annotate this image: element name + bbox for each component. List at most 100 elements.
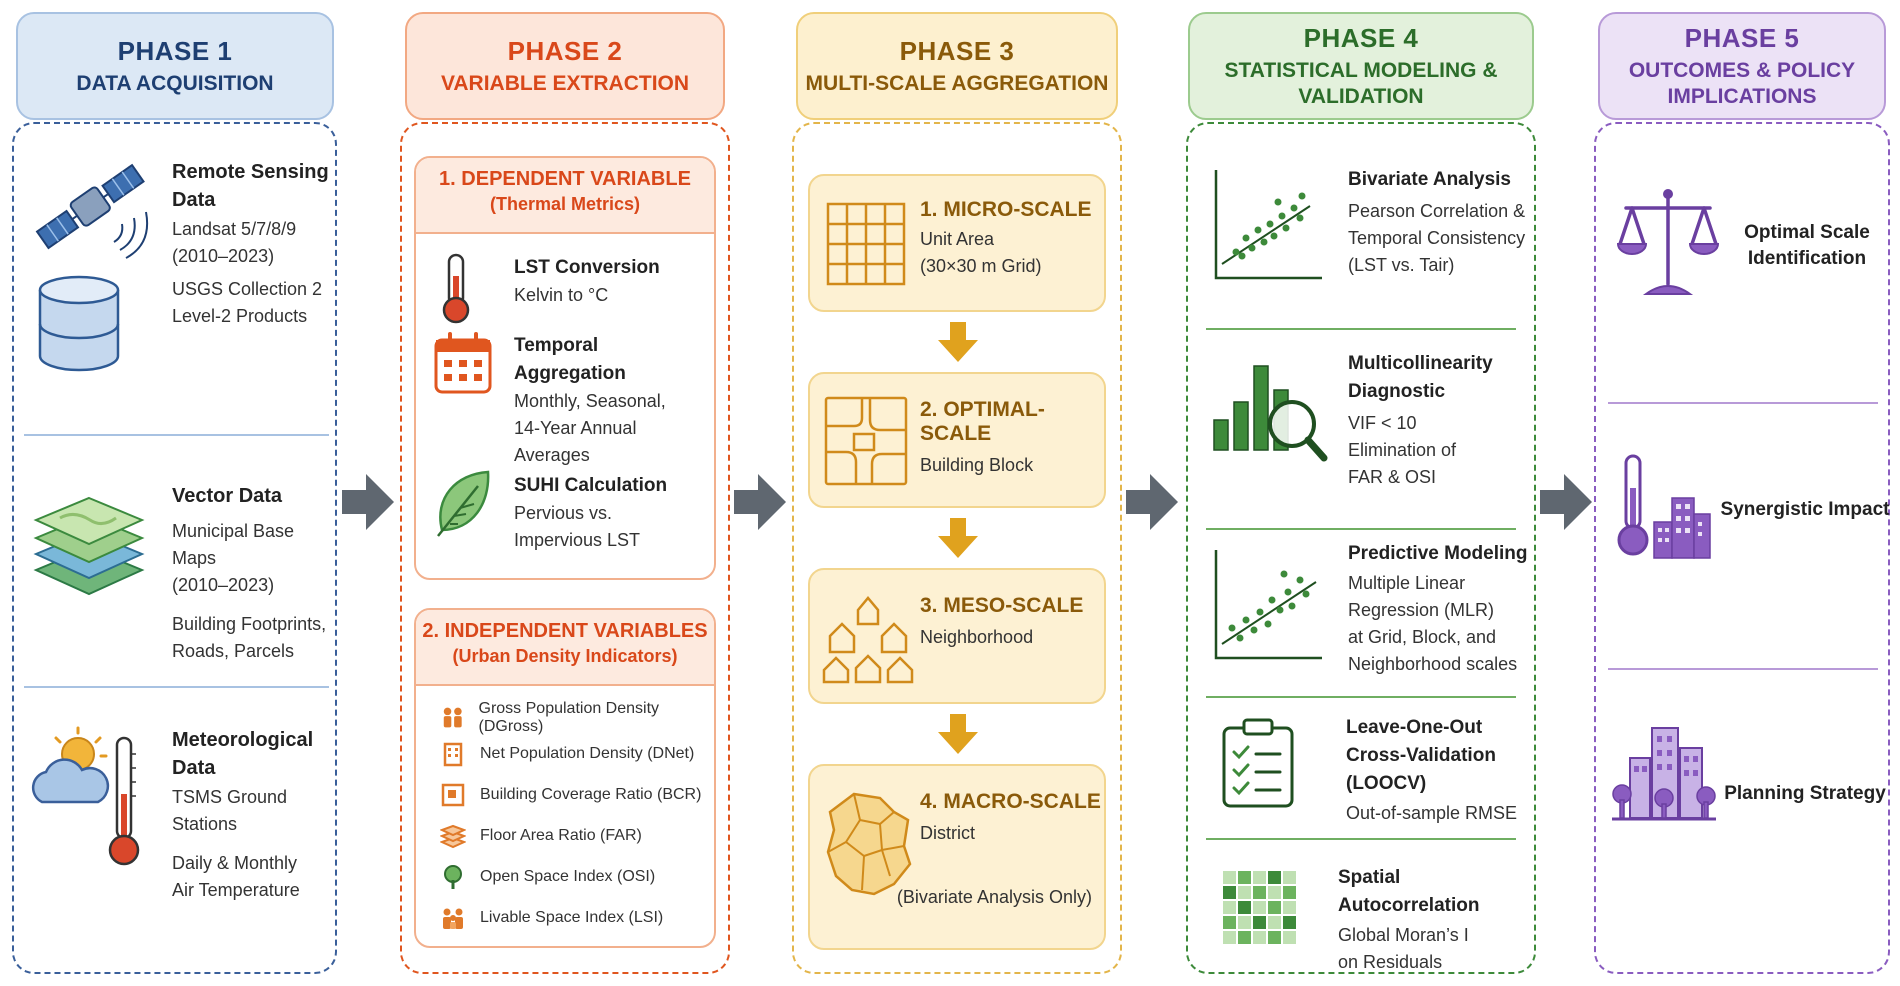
vector-data-title: Vector Data [172,485,283,507]
indicator-row: Building Coverage Ratio (BCR) [440,782,701,808]
loocv-block: Leave-One-Out Cross-Validation (LOOCV) O… [1346,714,1517,827]
vector-data-line: Municipal Base Maps [172,521,295,568]
phase3-panel: 1. MICRO-SCALE Unit Area (30×30 m Grid) … [792,122,1122,974]
dependent-variable-title: 1. DEPENDENT VARIABLE [439,168,691,190]
regression-plot-icon [1214,550,1322,660]
phase3-header: PHASE 3 MULTI-SCALE AGGREGATION [796,12,1118,120]
database-icon [38,275,120,372]
lst-conversion-title: LST Conversion [514,257,660,278]
macro-scale-card: 4. MACRO-SCALE District (Bivariate Analy… [808,764,1106,950]
predictive-modeling-line: at Grid, Block, and [1348,627,1497,647]
macro-scale-title: 4. MACRO-SCALE [920,790,1101,813]
lst-conversion-block: LST Conversion Kelvin to °C [514,254,660,309]
flow-arrow-icon [734,474,786,530]
predictive-modeling-line: Neighborhood scales [1348,654,1518,674]
suhi-calculation-line: Impervious LST [514,530,641,550]
temporal-aggregation-title: Temporal Aggregation [514,335,626,384]
optimal-scale-card: 2. OPTIMAL-SCALE Building Block [808,372,1106,508]
phase4-header: PHASE 4 STATISTICAL MODELING & VALIDATIO… [1188,12,1534,120]
grid-icon [826,202,906,286]
spatial-autocorrelation-title: Spatial Autocorrelation [1338,867,1480,916]
layers-icon [440,824,466,849]
flow-arrow-icon [1540,474,1592,530]
meteorological-line: TSMS Ground [172,787,288,807]
meso-scale-text: 3. MESO-SCALE Neighborhood [920,594,1083,651]
phase2-panel: 1. DEPENDENT VARIABLE (Thermal Metrics) … [400,122,730,974]
phase5-header: PHASE 5 OUTCOMES & POLICY IMPLICATIONS [1598,12,1886,120]
thermometer-city-icon [1617,454,1711,559]
optimal-scale-outcome-line: Identification [1747,248,1867,269]
meteorological-line: Daily & Monthly [172,853,298,873]
phase1-header: PHASE 1 DATA ACQUISITION [16,12,334,120]
phase5-subtitle-line2: IMPLICATIONS [1667,84,1817,108]
phase2-title: PHASE 2 [507,35,623,66]
people-icon [443,707,462,728]
vector-data-line: (2010–2023) [172,575,275,595]
loocv-title: (LOOCV) [1346,773,1427,794]
divider [1206,696,1516,698]
multicollinearity-title: Diagnostic [1348,381,1446,402]
loocv-title: Cross-Validation [1346,745,1496,766]
flow-arrow-icon [1126,474,1178,530]
down-arrow-icon [938,714,978,754]
divider [24,686,329,688]
optimal-scale-line: Building Block [920,455,1034,475]
loocv-title: Leave-One-Out [1346,717,1483,738]
map-layers-icon [33,496,145,596]
meteorological-title-line1: Meteorological [172,729,314,751]
meteorological-line: Stations [172,814,238,834]
meteorological-title-line2: Data [172,757,216,779]
vector-data-line: Building Footprints, [172,614,327,634]
divider [1608,668,1878,670]
district-map-icon [826,792,912,896]
indicator-row: Net Population Density (DNet) [440,741,694,767]
synergistic-impact-outcome-line: Synergistic Impact [1720,499,1890,520]
indicator-label: Gross Population Density (DGross) [478,700,660,735]
divider [1608,402,1878,404]
multicollinearity-block: Multicollinearity Diagnostic VIF < 10 El… [1348,350,1493,491]
independent-variables-subtitle: (Urban Density Indicators) [452,646,678,666]
phase4-title: PHASE 4 [1303,22,1419,53]
neighborhood-icon [822,596,914,684]
optimal-scale-outcome: Optimal Scale Identification [1732,220,1882,272]
multicollinearity-line: VIF < 10 [1348,413,1417,433]
bivariate-analysis-line: Temporal Consistency [1348,228,1526,248]
optimal-scale-title: 2. OPTIMAL-SCALE [920,398,1045,445]
meso-scale-card: 3. MESO-SCALE Neighborhood [808,568,1106,704]
vector-data-details: Municipal Base Maps (2010–2023) Building… [172,518,335,665]
temporal-aggregation-line: Averages [514,445,590,465]
leaf-icon [437,470,490,537]
remote-sensing-details: Landsat 5/7/8/9 (2010–2023) USGS Collect… [172,216,322,330]
scatter-plot-icon [1214,170,1322,280]
predictive-modeling-line: Multiple Linear [1348,573,1466,593]
predictive-modeling-block: Predictive Modeling Multiple Linear Regr… [1348,540,1527,678]
multicollinearity-line: FAR & OSI [1348,467,1437,487]
tree-icon [444,865,462,889]
suhi-calculation-block: SUHI Calculation Pervious vs. Impervious… [514,472,667,554]
macro-scale-note: (Bivariate Analysis Only) [896,887,1092,907]
temporal-aggregation-line: Monthly, Seasonal, [514,391,666,411]
meso-scale-line: Neighborhood [920,627,1034,647]
remote-sensing-line: Landsat 5/7/8/9 [172,219,297,239]
thermometer-icon [108,736,140,866]
micro-scale-text: 1. MICRO-SCALE Unit Area (30×30 m Grid) [920,198,1092,280]
phase3-subtitle: MULTI-SCALE AGGREGATION [805,71,1109,95]
multicollinearity-line: Elimination of [1348,440,1457,460]
phase1-panel: Remote Sensing Data Landsat 5/7/8/9 (201… [12,122,337,974]
spatial-autocorrelation-line: on Residuals [1338,952,1443,972]
family-icon [443,908,463,929]
remote-sensing-title-line2: Data [172,189,216,211]
multicollinearity-title: Multicollinearity [1348,353,1493,374]
meteorological-line: Air Temperature [172,880,300,900]
remote-sensing-title-line1: Remote Sensing [172,161,329,183]
satellite-icon [35,163,148,259]
phase5-subtitle-line1: OUTCOMES & POLICY [1628,58,1856,82]
loocv-line: Out-of-sample RMSE [1346,803,1518,823]
indicator-label: Net Population Density (DNet) [480,745,695,762]
suhi-calculation-line: Pervious vs. [514,503,613,523]
indicator-row: Gross Population Density (DGross) [440,700,714,736]
dependent-variable-card: 1. DEPENDENT VARIABLE (Thermal Metrics) … [414,156,716,580]
phase4-panel: Bivariate Analysis Pearson Correlation &… [1186,122,1536,974]
phase2-header: PHASE 2 VARIABLE EXTRACTION [405,12,725,120]
temporal-aggregation-line: 14-Year Annual [514,418,637,438]
